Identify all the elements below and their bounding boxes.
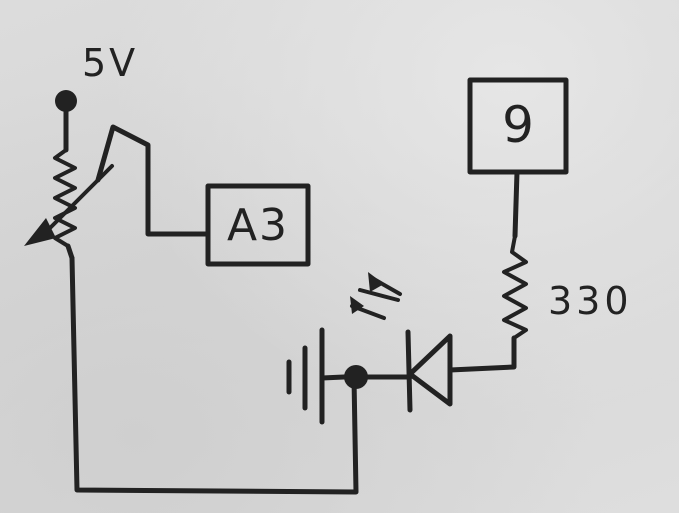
resistor-label: 330 — [548, 279, 633, 323]
resistor-pin-wire — [512, 169, 520, 239]
led — [350, 272, 453, 413]
led-resistor-wire — [447, 335, 517, 373]
digital-pin-label: 9 — [502, 96, 534, 154]
digital-pin-9-box: 9 — [467, 77, 569, 175]
resistor-330 — [502, 234, 528, 340]
wiper-arrow — [24, 218, 56, 246]
junction-node — [344, 365, 368, 389]
wiper-wire — [95, 124, 211, 237]
analog-pin-a3-box: A3 — [205, 183, 311, 267]
ground-return-wire — [69, 255, 359, 495]
ground-symbol — [286, 327, 347, 425]
analog-pin-label: A3 — [227, 200, 289, 251]
supply-label: 5V — [82, 41, 138, 85]
